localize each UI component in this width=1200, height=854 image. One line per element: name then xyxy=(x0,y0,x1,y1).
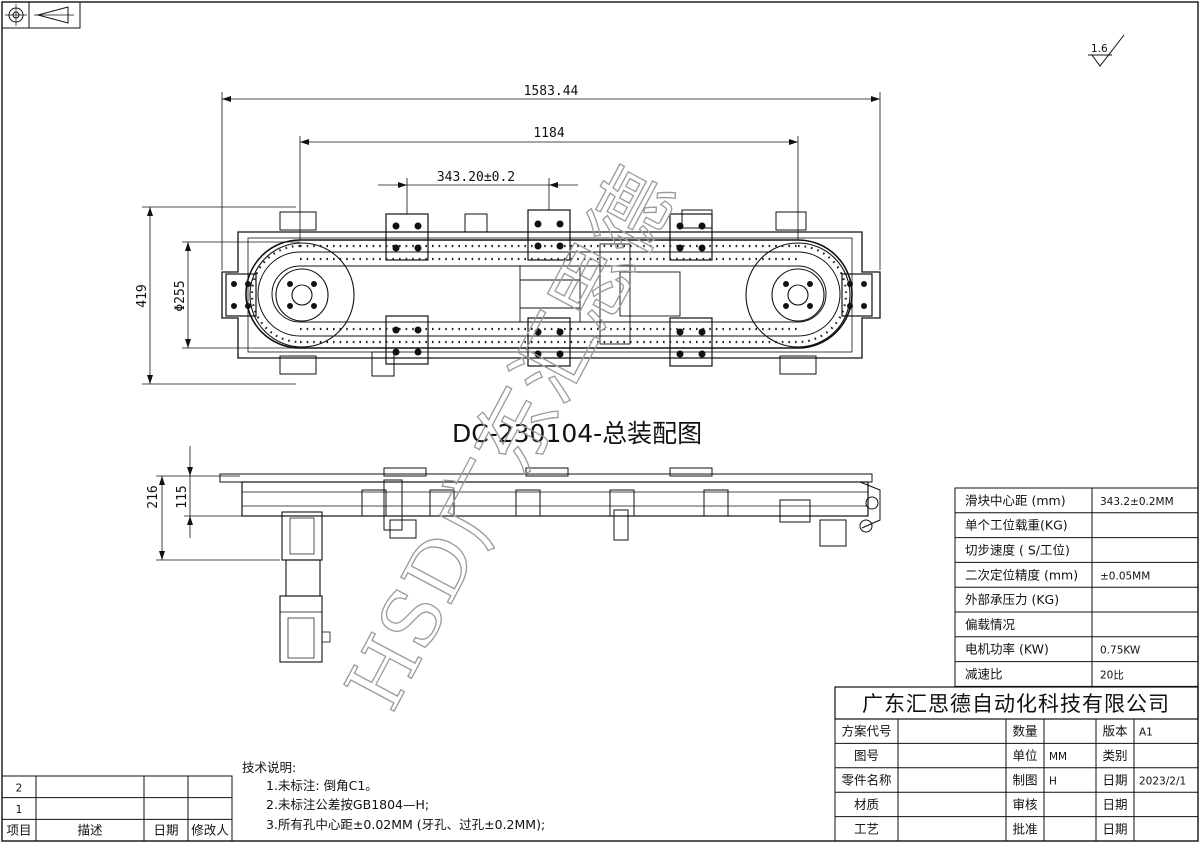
dim-side-height: 216 xyxy=(146,485,161,508)
spec-label: 减速比 xyxy=(965,667,1003,682)
revision-row-number: 2 xyxy=(16,782,23,794)
notes-item-3: 3.所有孔中心距±0.02MM (牙孔、过孔±0.2MM); xyxy=(266,817,545,832)
title-block-label: 批准 xyxy=(1012,821,1037,836)
technical-notes: 技术说明: 1.未标注: 倒角C1。 2.未标注公差按GB1804—H; 3.所… xyxy=(242,760,545,832)
spec-label: 外部承压力 (KG) xyxy=(965,592,1059,607)
revision-header: 描述 xyxy=(77,823,103,838)
notes-item-1: 1.未标注: 倒角C1。 xyxy=(266,778,378,793)
title-block-label: 审核 xyxy=(1012,797,1038,812)
spec-table: 滑块中心距 (mm) 343.2±0.2MM 单个工位载重(KG) 切步速度 ( S/… xyxy=(954,487,1199,687)
title-block-value: A1 xyxy=(1139,727,1153,739)
title-block-label: 数量 xyxy=(1012,724,1037,739)
notes-title: 技术说明: xyxy=(242,760,296,775)
dim-overall-width: 419 xyxy=(135,284,150,307)
title-block-value: H xyxy=(1049,776,1057,788)
side-view xyxy=(156,446,881,663)
top-view: 1583.44 1184 343.20±0.2 419 Φ255 xyxy=(135,84,881,385)
notes-item-2: 2.未标注公差按GB1804—H; xyxy=(266,797,429,812)
spec-label: 切步速度 ( S/工位) xyxy=(965,543,1070,558)
dim-side-rail-height: 115 xyxy=(175,485,190,508)
svg-text:1.6: 1.6 xyxy=(1091,43,1108,55)
dim-slider-pitch: 343.20±0.2 xyxy=(437,170,515,185)
watermark-latin: HSD xyxy=(329,519,495,724)
title-block-label: 日期 xyxy=(1102,773,1127,788)
company-name: 广东汇思德自动化科技有限公司 xyxy=(862,692,1170,716)
title-block-value: MM xyxy=(1049,751,1067,763)
spec-value: 20比 xyxy=(1100,669,1124,682)
title-block-label: 图号 xyxy=(854,748,879,763)
spec-label: 电机功率 (KW) xyxy=(965,642,1049,657)
dim-center-distance: 1184 xyxy=(533,126,564,141)
title-block-label: 日期 xyxy=(1102,821,1127,836)
title-block-label: 版本 xyxy=(1102,724,1128,739)
title-block-label: 工艺 xyxy=(854,821,879,836)
revision-header: 项目 xyxy=(6,823,31,838)
spec-label: 二次定位精度 (mm) xyxy=(965,567,1078,582)
title-block-label: 零件名称 xyxy=(841,773,891,788)
revision-row-number: 1 xyxy=(16,804,23,816)
spec-label: 单个工位载重(KG) xyxy=(965,518,1068,533)
spec-value: 0.75KW xyxy=(1100,645,1141,657)
drawing-title: DC-230104-总装配图 xyxy=(452,419,702,448)
roughness-symbol: 1.6 xyxy=(1088,34,1125,67)
title-block-label: 材质 xyxy=(854,797,879,812)
title-block-label: 日期 xyxy=(1102,797,1127,812)
spec-value: ±0.05MM xyxy=(1100,570,1150,582)
revision-header: 日期 xyxy=(153,823,178,838)
title-block-label: 制图 xyxy=(1012,773,1037,788)
title-block-value: 2023/2/1 xyxy=(1139,776,1186,788)
spec-value: 343.2±0.2MM xyxy=(1100,496,1174,508)
revision-table: 2 1 项目 描述 日期修改人 xyxy=(1,775,233,842)
spec-label: 偏载情况 xyxy=(965,617,1016,632)
revision-header: 修改人 xyxy=(191,823,229,838)
dim-wheel-diameter: Φ255 xyxy=(173,280,188,311)
title-block-label: 单位 xyxy=(1012,748,1037,763)
dim-overall-length: 1583.44 xyxy=(524,84,579,99)
spec-label: 滑块中心距 (mm) xyxy=(965,493,1066,508)
title-block-label: 方案代号 xyxy=(841,724,891,739)
projection-symbol xyxy=(1,1,81,29)
title-block-label: 类别 xyxy=(1102,748,1127,763)
